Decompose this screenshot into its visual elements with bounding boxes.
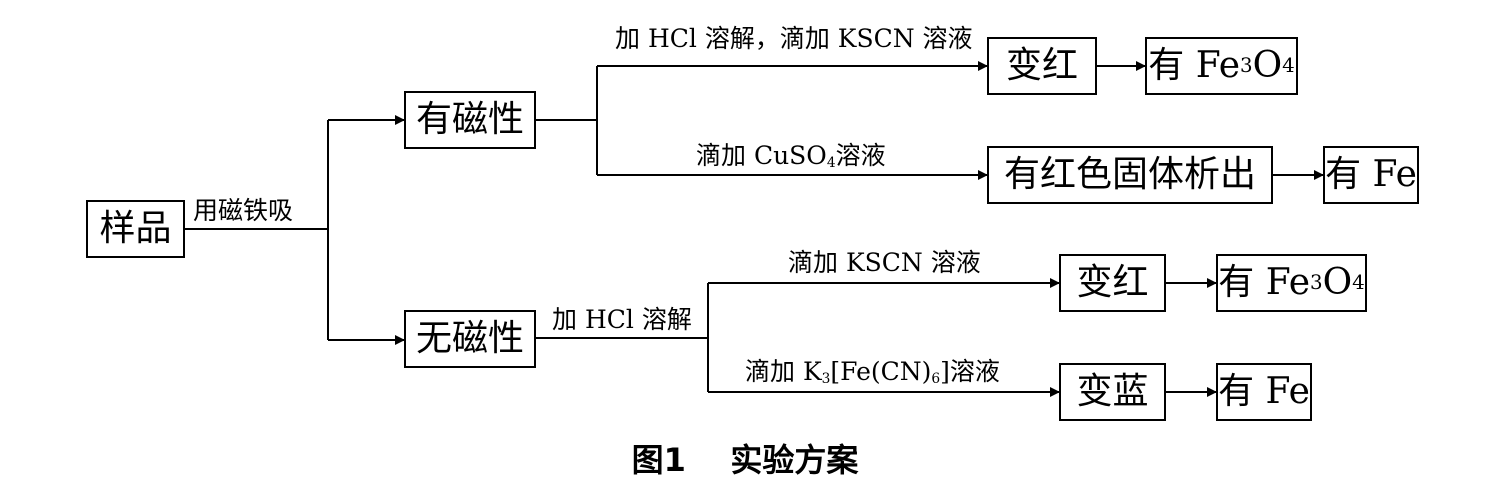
k3-sub-6: 6 [931, 370, 941, 387]
box-nonmagnetic: 无磁性 [404, 310, 536, 368]
fe3o4-text-o: O [1322, 262, 1353, 303]
label-hcl-kscn: 加 HCl 溶解，滴加 KSCN 溶液 [615, 24, 973, 53]
figure-caption: 图1 实验方案 [631, 441, 859, 479]
fe3o4-sub-4: 4 [1282, 54, 1295, 78]
fe3o4-sub-3: 3 [1310, 271, 1323, 295]
label-cuso4: 滴加 CuSO4溶液 [696, 143, 886, 171]
label-k3fecn6: 滴加 K3[Fe(CN)6]溶液 [745, 359, 1000, 387]
box-turn-red-2: 变红 [1059, 254, 1166, 312]
fe3o4-text-pre: 有 Fe [1218, 262, 1311, 303]
fe3o4-sub-3: 3 [1240, 54, 1253, 78]
k3-pre: 滴加 K [745, 357, 822, 386]
label-kscn: 滴加 KSCN 溶液 [788, 248, 981, 277]
cuso4-pre: 滴加 CuSO [696, 141, 827, 170]
cuso4-sub-4: 4 [826, 154, 836, 171]
k3-sub-3: 3 [821, 370, 831, 387]
box-turn-red-1: 变红 [987, 37, 1097, 95]
box-red-solid: 有红色固体析出 [987, 146, 1273, 204]
label-hcl-dissolve: 加 HCl 溶解 [552, 305, 692, 334]
box-result-fe-2: 有 Fe [1216, 363, 1312, 421]
fe3o4-text-pre: 有 Fe [1148, 45, 1241, 86]
k3-post: ]溶液 [940, 357, 1000, 386]
box-magnetic: 有磁性 [404, 91, 536, 149]
cuso4-post: 溶液 [835, 141, 886, 170]
box-sample: 样品 [86, 200, 185, 258]
fe3o4-sub-4: 4 [1352, 271, 1365, 295]
k3-mid: [Fe(CN) [830, 357, 932, 386]
box-turn-blue: 变蓝 [1059, 363, 1166, 421]
box-result-fe-1: 有 Fe [1323, 146, 1419, 204]
fe3o4-text-o: O [1252, 45, 1283, 86]
label-magnet-attract: 用磁铁吸 [193, 196, 294, 225]
